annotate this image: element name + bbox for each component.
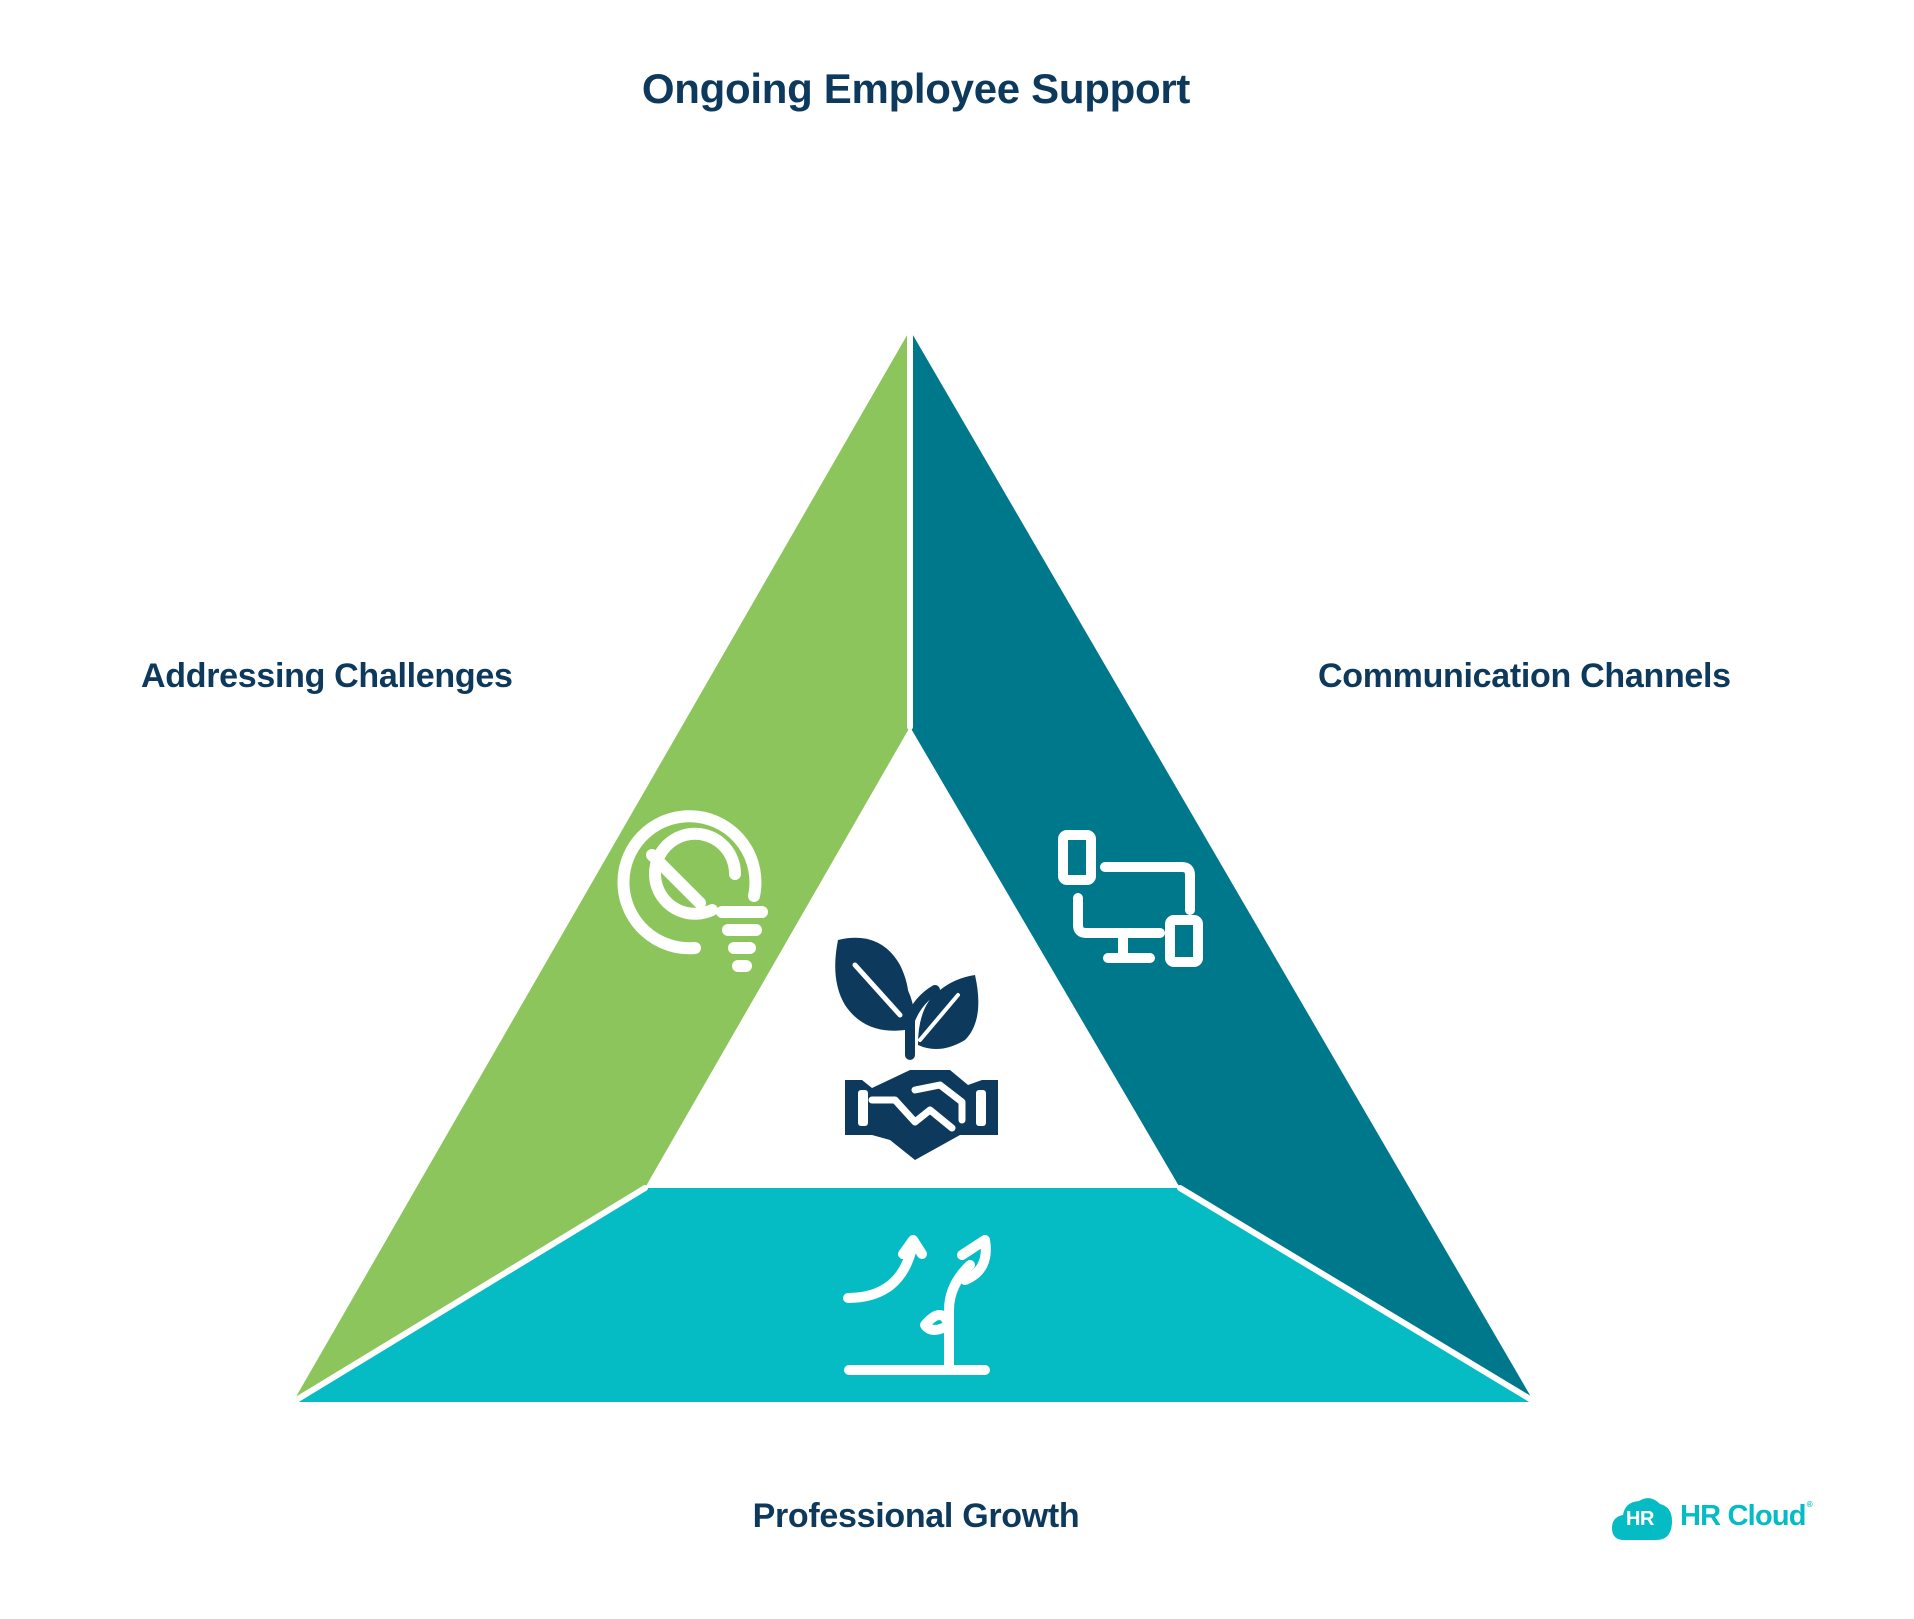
logo-badge-text: HR [1626,1508,1654,1530]
label-addressing-challenges: Addressing Challenges [141,657,513,695]
logo-wordmark-text: HR Cloud [1680,1500,1806,1532]
segment-bottom [293,1188,1534,1402]
cloud-badge-icon [1612,1498,1672,1540]
page-title: Ongoing Employee Support [641,65,1191,112]
handshake-sprout-icon [835,937,998,1160]
center-triangle [645,727,1180,1188]
label-communication-channels: Communication Channels [1318,657,1731,695]
growth-plant-icon [843,1235,991,1375]
hr-cloud-logo: HR HR Cloud® [1610,1490,1830,1546]
gauge-icon [617,810,768,972]
segment-left [293,330,910,1402]
label-professional-growth: Professional Growth [752,1497,1080,1535]
logo-wordmark: HR Cloud® [1680,1500,1813,1533]
segment-right [910,330,1534,1402]
segment-dividers [285,315,1543,1408]
devices-icon [1058,830,1203,967]
logo-trademark: ® [1806,1500,1813,1509]
